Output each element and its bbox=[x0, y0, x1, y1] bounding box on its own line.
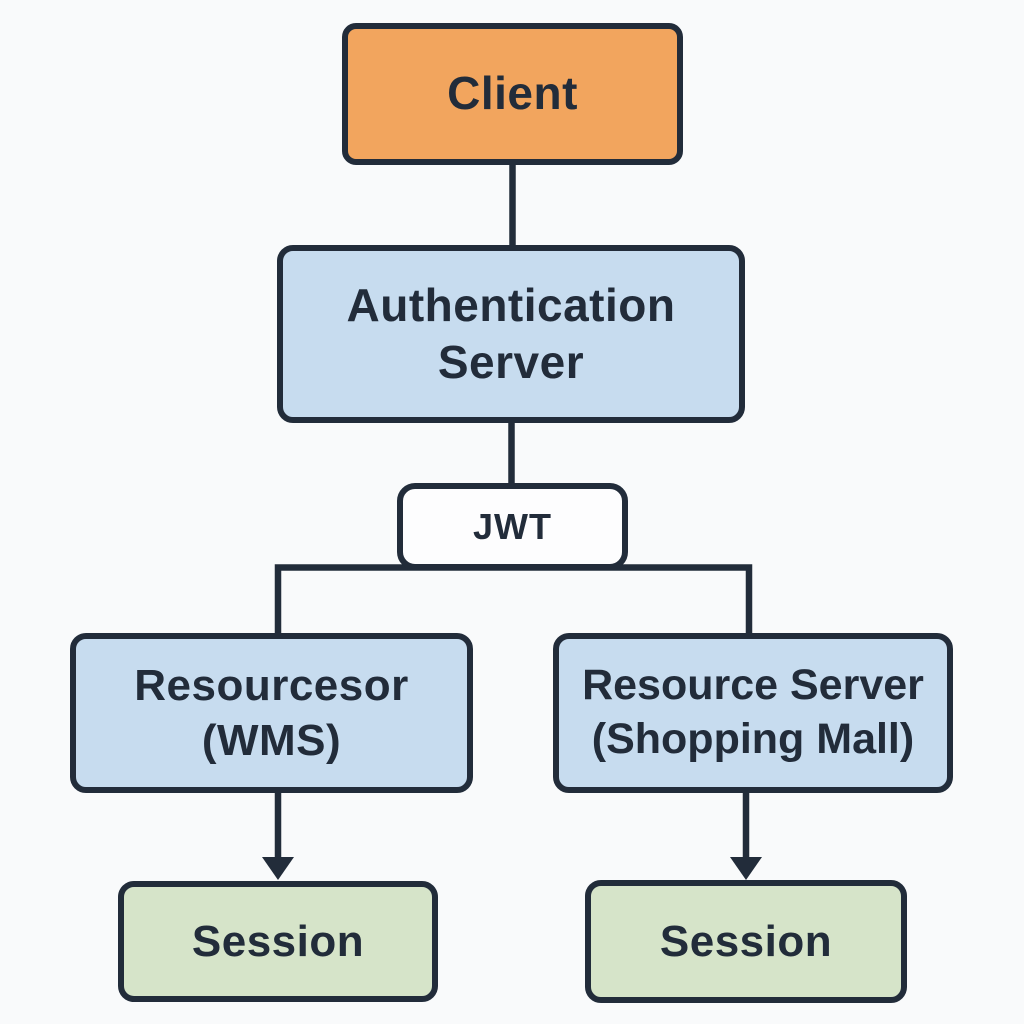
arrowheads bbox=[262, 857, 762, 880]
node-session-shopping-mall: Session bbox=[585, 880, 907, 1003]
node-resource-server-wms: Resourcesor (WMS) bbox=[70, 633, 473, 793]
edge-jwt-branch bbox=[274, 564, 753, 640]
node-resource-server-shopping-mall: Resource Server (Shopping Mall) bbox=[553, 633, 953, 793]
arrowhead-session-left bbox=[262, 857, 294, 880]
node-authentication-server: Authentication Server bbox=[277, 245, 745, 423]
node-session-wms: Session bbox=[118, 881, 438, 1002]
node-client: Client bbox=[342, 23, 683, 165]
arrowhead-session-right bbox=[730, 857, 762, 880]
node-jwt-token: JWT bbox=[397, 483, 628, 570]
